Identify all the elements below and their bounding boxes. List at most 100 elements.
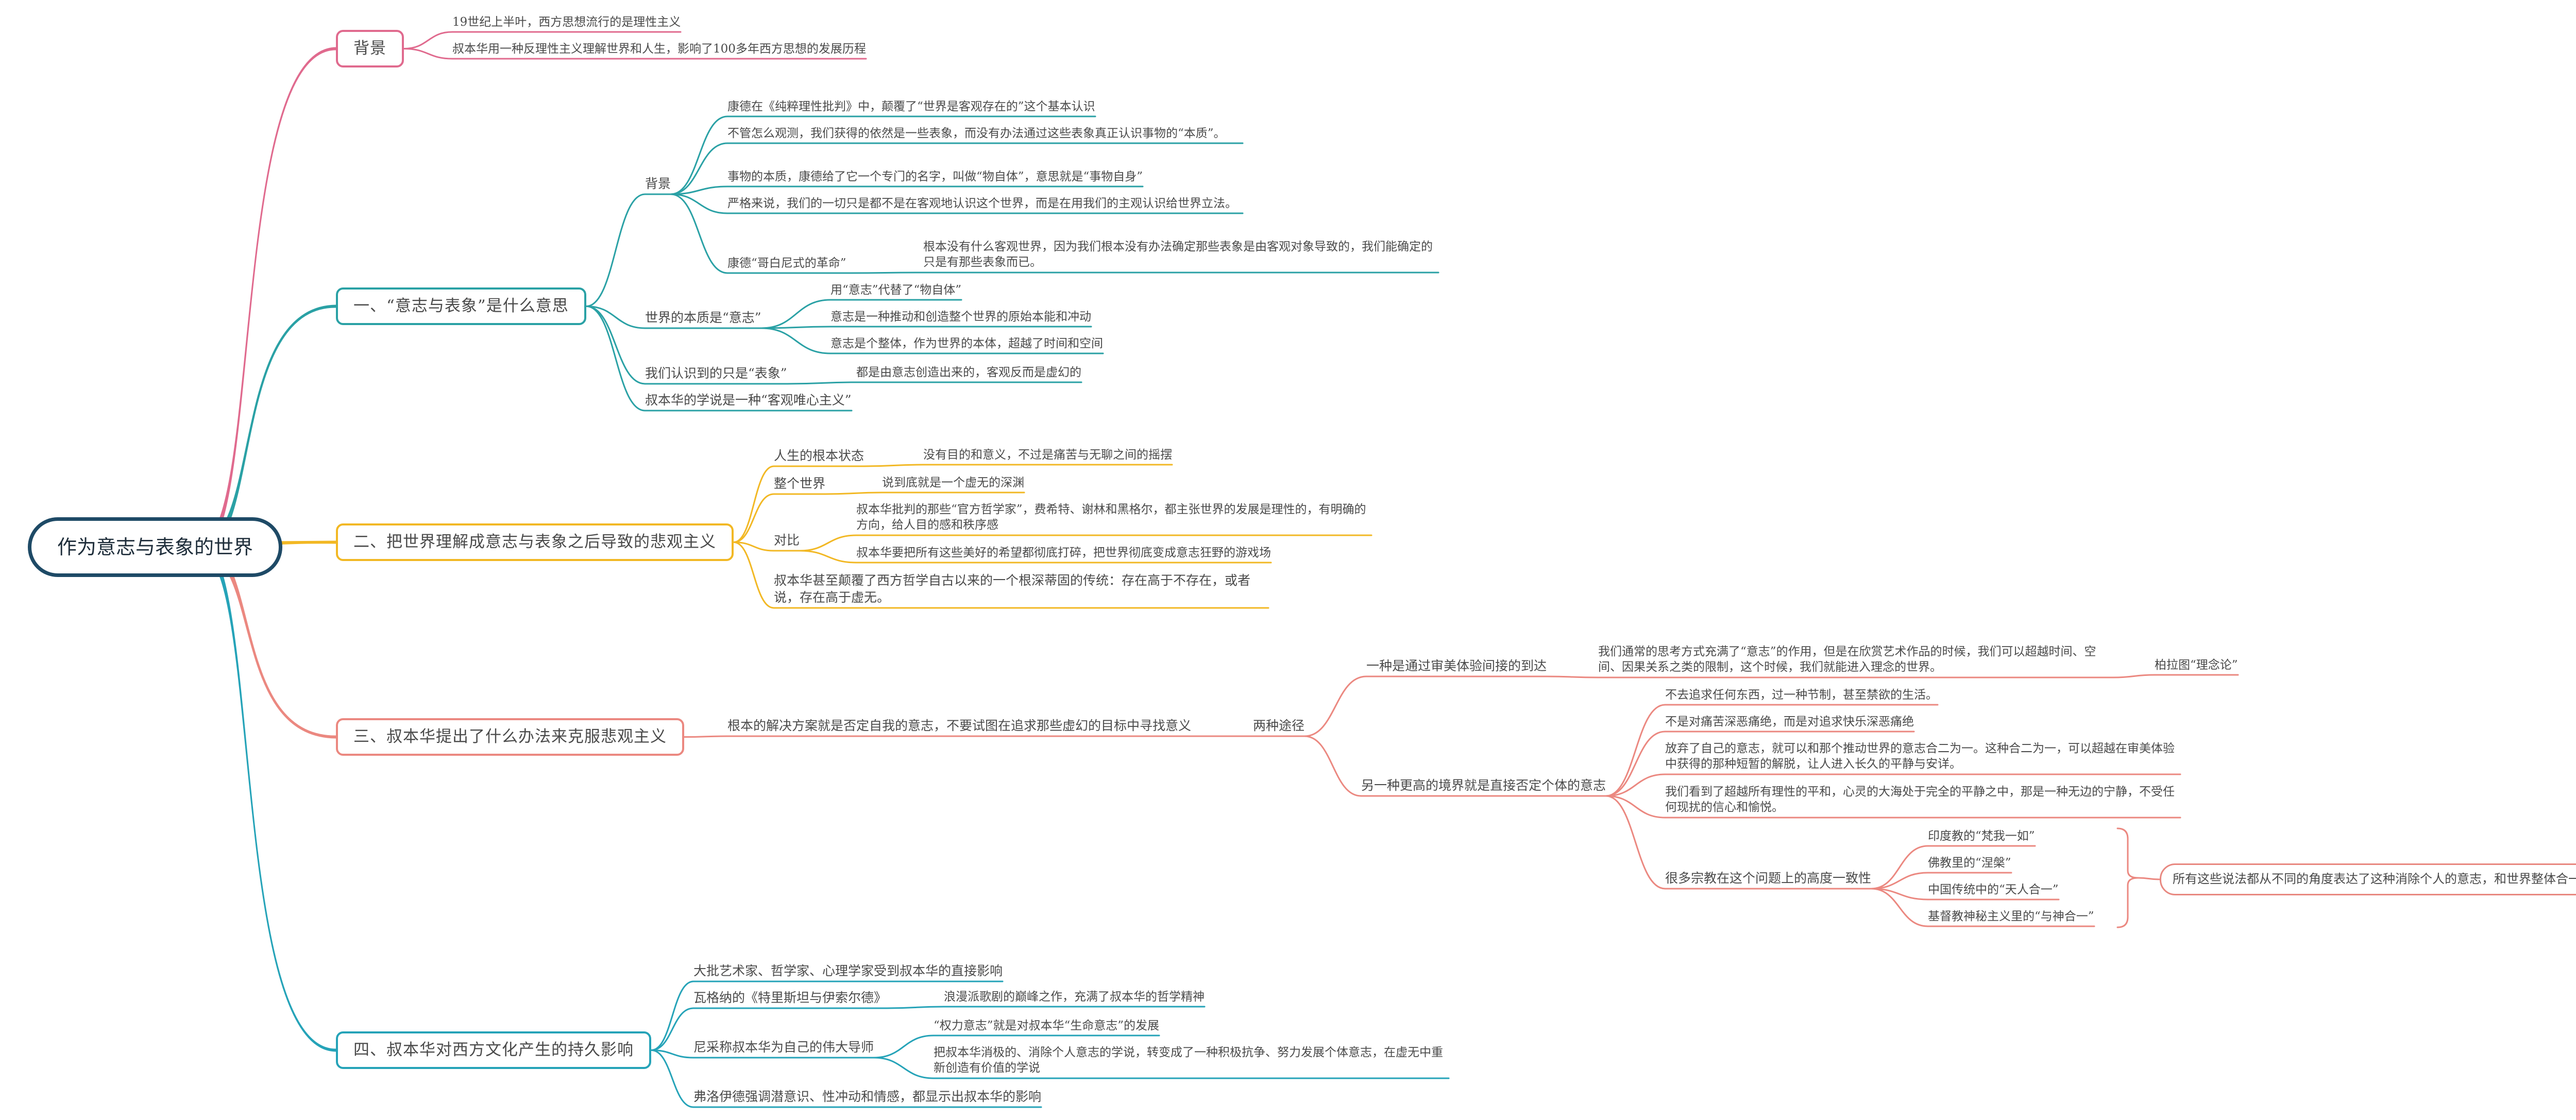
nietzsche-label: 尼采称叔本华为自己的伟大导师 [693,1040,874,1055]
main-branch-line [199,47,336,553]
summary-line [2137,877,2161,880]
branch-line [733,541,775,609]
branch-line [799,550,857,564]
branch-line [733,493,775,543]
contrast-label: 对比 [774,533,800,548]
contrast-item-1: 叔本华批判的那些“官方哲学家”，费希特、谢林和黑格尔，都主张世界的发展是理性的，… [856,503,1366,532]
main-branch-line [199,304,336,553]
summary-bracket [2116,827,2139,928]
branch-line [650,1049,694,1108]
branch-line [670,193,728,274]
plato-note: 柏拉图“理念论” [2155,658,2238,672]
branch-line [760,299,832,329]
religion-1: 印度教的“梵我一如” [1928,829,2035,843]
branch-line [1870,845,1929,890]
nietzsche-item-2: 把叔本华消极的、消除个人意志的学说，转变成了一种积极抗争、努力发展个体意志，在虚… [934,1046,1443,1075]
negation-item-4: 我们看到了超越所有理性的平和，心灵的大海处于完全的平静之中，那是一种无边的宁静，… [1665,785,2175,814]
essence-item-2: 意志是一种推动和创造整个世界的原始本能和冲动 [831,310,1091,324]
branch-line [1605,704,1666,797]
essence-item-1: 用“意志”代替了“物自体” [831,283,962,297]
branch-background[interactable]: 背景 [336,30,404,67]
branch-line [1870,888,1929,901]
life-label: 人生的根本状态 [774,448,865,463]
root-topic[interactable]: 作为意志与表象的世界 [28,517,283,578]
essence-item-3: 意志是个整体，作为世界的本体，超越了时间和空间 [831,337,1103,350]
religion-2: 佛教里的“涅槃” [1928,856,2011,870]
branch-line [670,115,728,195]
idea-bg-label: 背景 [645,176,671,191]
branch-line [2112,674,2156,678]
repr-label: 我们认识到的只是“表象” [645,366,787,381]
negation-label: 另一种更高的境界就是直接否定个体的意志 [1361,778,1606,793]
two-ways: 两种途径 [1253,718,1305,733]
idea-bg-item-2: 不管怎么观测，我们获得的依然是一些表象，而没有办法通过这些表象真正认识事物的“本… [727,127,1226,140]
branch-line [585,306,646,412]
branch-influence[interactable]: 四、叔本华对西方文化产生的持久影响 [336,1031,651,1069]
negation-item-3: 放弃了自己的意志，就可以和那个推动世界的意志合二为一。这种合二为一，可以超越在审… [1665,742,2175,771]
branch-overcome[interactable]: 三、叔本华提出了什么办法来克服悲观主义 [336,718,684,756]
background-item-2: 叔本华用一种反理性主义理解世界和人生，影响了100多年西方思想的发展历程 [452,42,866,56]
branch-line [403,48,453,60]
branch-line [670,142,728,195]
branch-line [1870,872,1929,890]
contrast-item-2: 叔本华要把所有这些美好的希望都彻底打碎，把世界彻底变成意志狂野的游戏场 [856,546,1271,559]
world-label: 整个世界 [774,476,826,491]
branch-line [760,327,832,354]
idea-conclusion: 叔本华的学说是一种“客观唯心主义” [645,393,852,408]
essence-label: 世界的本质是“意志” [645,310,761,325]
branch-line [799,534,857,552]
pessimism-final: 叔本华甚至颠覆了西方哲学自古以来的一个根深蒂固的传统：存在高于不存在，或者说，存… [774,573,1251,605]
revolution-note: 根本没有什么客观世界，因为我们根本没有办法确定那些表象是由客观对象导致的，我们能… [923,240,1433,269]
branch-line [824,491,883,495]
main-branch-line [199,541,336,1052]
background-item-1: 19世纪上半叶，西方思想流行的是理性主义 [452,15,681,29]
negation-item-2: 不是对痛苦深恶痛绝，而是对追求快乐深恶痛绝 [1665,715,1914,728]
branch-line [1605,731,1666,797]
summary-callout[interactable]: 所有这些说法都从不同的角度表达了这种消除个人的意志，和世界整体合一的境界 [2160,863,2576,895]
art-detail: 我们通常的思考方式充满了“意志”的作用，但是在欣赏艺术作品的时候，我们可以超越时… [1598,645,2096,674]
religions-label: 很多宗教在这个问题上的高度一致性 [1665,871,1872,886]
branch-line [1303,735,1362,797]
branch-line [786,381,857,385]
branch-line [873,1057,935,1079]
nietzsche-item-1: “权力意志”就是对叔本华“生命意志”的发展 [934,1019,1160,1032]
idea-bg-item-4: 严格来说，我们的一切只是都不是在客观地认识这个世界，而是在用我们的主观认识给世界… [727,197,1237,210]
freud-line: 弗洛伊德强调潜意识、性冲动和情感，都显示出叔本华的影响 [693,1089,1042,1104]
religion-3: 中国传统中的“天人合一” [1928,883,2059,896]
branch-line [403,31,453,49]
branch-line [1605,773,1666,797]
branch-line [1605,795,1666,819]
religion-4: 基督教神秘主义里的“与神合一” [1928,910,2094,923]
art-label: 一种是通过审美体验间接的到达 [1366,658,1547,673]
branch-line [1303,675,1367,737]
world-note: 说到底就是一个虚无的深渊 [882,476,1024,489]
branch-line [650,1007,694,1051]
branch-line [733,541,775,552]
branch-line [670,185,728,195]
branch-line [733,465,775,543]
wagner-note: 浪漫派歌剧的巅峰之作，充满了叔本华的哲学精神 [944,990,1205,1004]
idea-bg-item-3: 事物的本质，康德给了它一个专门的名字，叫做“物自体”，意思就是“事物自身” [727,170,1143,183]
idea-bg-item-5: 康德“哥白尼式的革命” [727,257,846,270]
branch-idea[interactable]: 一、“意志与表象”是什么意思 [336,287,586,325]
influence-line-1: 大批艺术家、哲学家、心理学家受到叔本华的直接影响 [693,963,1003,978]
wagner-label: 瓦格纳的《特里斯坦与伊索尔德》 [693,990,887,1005]
branch-line [650,1049,694,1059]
life-note: 没有目的和意义，不过是痛苦与无聊之间的摇摆 [923,448,1172,462]
branch-line [585,193,646,307]
branch-line [1605,795,1666,890]
branch-line [760,326,832,329]
branch-line [683,735,728,738]
branch-line [1546,675,1599,678]
branch-line [650,980,694,1051]
repr-note: 都是由意志创造出来的，客观反而是虚幻的 [856,366,1081,379]
branch-line [670,193,728,214]
branch-line [873,1034,935,1059]
branch-line [585,306,646,385]
negation-item-1: 不去追求任何东西，过一种节制，甚至禁欲的生活。 [1665,688,1938,702]
branch-line [585,306,646,329]
branch-line [863,464,924,467]
branch-line [1870,888,1929,927]
branch-pessimism[interactable]: 二、把世界理解成意志与表象之后导致的悲观主义 [336,523,734,561]
